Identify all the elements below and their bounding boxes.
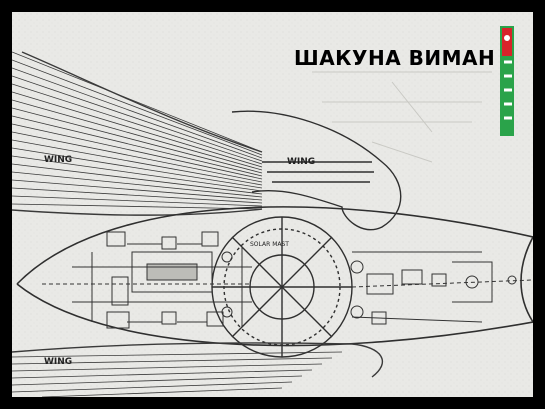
wing-label-top-left: WING [44, 155, 72, 165]
engine-machinery [42, 231, 364, 329]
lower-left-wing [12, 342, 384, 397]
vimana-blueprint: SOLAR MAST [12, 12, 533, 397]
nose-machinery [351, 251, 533, 325]
video-caption: ШАКУНА ВИМАН [294, 46, 496, 70]
upper-left-wing [12, 51, 263, 216]
hull-annotation: SOLAR MAST [250, 241, 289, 248]
wing-label-bottom-left: WING [44, 357, 72, 367]
blueprint-drawing: SOLAR MAST [12, 12, 533, 397]
wing-label-top-center: WING [287, 157, 315, 167]
center-wing [231, 110, 402, 231]
channel-logo-icon [492, 16, 532, 156]
reactor-circle [211, 216, 353, 358]
